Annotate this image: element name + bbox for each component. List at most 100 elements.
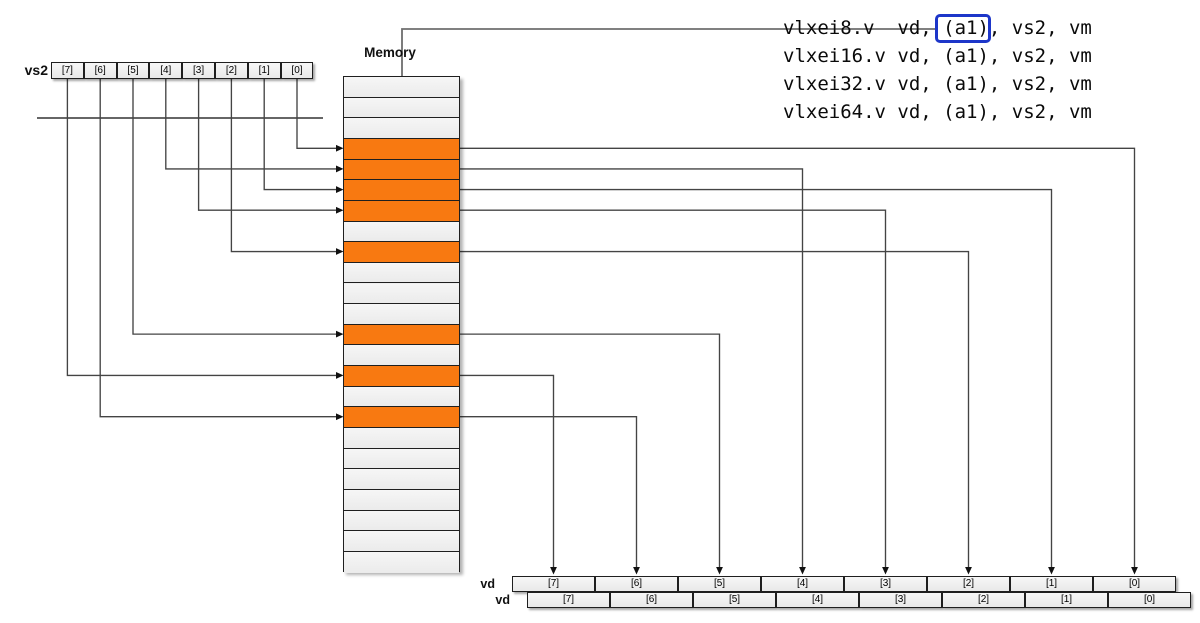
- vs2-register-label: vs2: [24, 62, 48, 78]
- line-memory-row-5-to-vd-1: [460, 188, 1053, 568]
- memory-row-17: [344, 428, 459, 449]
- vd-upper-cell-4: [4]: [761, 575, 844, 592]
- arrow-vs2-5-into-memory: [336, 330, 344, 338]
- vd-lower-cell-2: [2]: [942, 591, 1025, 608]
- memory-row-13: [344, 345, 459, 367]
- instruction-vlxei16: vlxei16.v vd, (a1), vs2, vm: [783, 45, 1092, 67]
- vd-upper-cell-1: [1]: [1010, 575, 1093, 592]
- arrow-memory-into-vd-7: [550, 567, 557, 575]
- instruction-vlxei64: vlxei64.v vd, (a1), vs2, vm: [783, 101, 1092, 123]
- vd-lower-cell-label: [5]: [728, 593, 741, 605]
- line-vs2-6-to-memory-row-16: [99, 79, 337, 418]
- arrow-memory-into-vd-0: [1131, 567, 1138, 575]
- vs2-cell-5: [5]: [116, 62, 150, 79]
- vd-upper-cell-label: [7]: [547, 577, 560, 589]
- vs2-cell-label: [6]: [94, 65, 106, 76]
- arrow-vs2-7-into-memory: [336, 372, 344, 379]
- arrow-memory-into-vd-3: [882, 567, 889, 575]
- vs2-cell-2: [2]: [215, 62, 248, 79]
- memory-row-9: [344, 262, 459, 284]
- memory-row-23: [344, 551, 459, 573]
- arrow-memory-into-vd-4: [799, 567, 806, 575]
- line-vs2-2-to-memory-row-8: [230, 79, 337, 253]
- vs2-cell-label: [5]: [127, 65, 139, 76]
- vd-lower-cell-label: [6]: [645, 593, 658, 605]
- memory-row-19: [344, 469, 459, 490]
- vs2-cell-0: [0]: [280, 62, 314, 79]
- line-vs2-1-to-memory-row-5: [263, 79, 337, 191]
- vd-upper-cell-label: [0]: [1128, 577, 1141, 589]
- a1-highlight-box: [935, 14, 991, 43]
- arrow-vs2-4-into-memory: [336, 165, 344, 173]
- memory-row-21: [344, 510, 459, 532]
- memory-row-3-highlighted: [344, 138, 459, 160]
- memory-column: [343, 76, 460, 573]
- vd-upper-cell-5: [5]: [678, 575, 761, 592]
- line-memory-row-8-to-vd-2: [460, 250, 970, 568]
- arrow-vs2-0-into-memory: [336, 144, 344, 152]
- arrow-vs2-6-into-memory: [336, 413, 344, 421]
- vd-upper-cell-label: [3]: [879, 577, 892, 589]
- memory-row-6-highlighted: [344, 200, 459, 222]
- arrow-vs2-1-into-memory: [336, 186, 344, 193]
- vd-lower-cell-4: [4]: [776, 591, 859, 608]
- arrow-memory-into-vd-6: [633, 567, 640, 575]
- memory-row-2: [344, 118, 459, 139]
- memory-row-15: [344, 386, 459, 408]
- line-vs2-4-to-memory-row-4: [165, 79, 337, 170]
- vd-lower-cell-1: [1]: [1025, 591, 1108, 608]
- vd-lower-cell-label: [1]: [1060, 593, 1073, 605]
- line-vs2-5-to-memory-row-12: [132, 79, 337, 335]
- vd-upper-cell-label: [1]: [1045, 577, 1058, 589]
- memory-row-18: [344, 448, 459, 470]
- arrow-memory-into-vd-5: [716, 567, 723, 575]
- vd-lower-cell-label: [2]: [977, 593, 990, 605]
- memory-row-22: [344, 531, 459, 552]
- vs2-cell-3: [3]: [182, 62, 215, 79]
- vs2-cell-label: [4]: [160, 65, 172, 76]
- vd-lower-cell-label: [4]: [811, 593, 824, 605]
- instruction-vlxei32: vlxei32.v vd, (a1), vs2, vm: [783, 73, 1092, 95]
- vd-upper-cell-6: [6]: [595, 575, 678, 592]
- arrow-memory-into-vd-1: [1048, 567, 1055, 575]
- line-memory-row-14-to-vd-7: [460, 374, 555, 568]
- vd-upper-cell-0: [0]: [1093, 575, 1176, 592]
- memory-label: Memory: [364, 45, 416, 60]
- memory-row-7: [344, 221, 459, 243]
- vd-lower-cell-5: [5]: [693, 591, 776, 608]
- vs2-cell-label: [0]: [291, 65, 303, 76]
- vs2-cell-7: [7]: [51, 62, 84, 79]
- arrow-vs2-3-into-memory: [336, 206, 344, 214]
- line-vs2-0-to-memory-row-3: [296, 79, 337, 149]
- vd-upper-cell-7: [7]: [512, 575, 595, 592]
- memory-row-1: [344, 97, 459, 119]
- memory-row-10: [344, 283, 459, 305]
- arrow-memory-into-vd-2: [965, 567, 972, 575]
- vd-upper-cell-label: [6]: [630, 577, 643, 589]
- vs2-cell-label: [2]: [225, 65, 237, 76]
- vd-lower-cell-0: [0]: [1108, 591, 1191, 608]
- memory-row-16-highlighted: [344, 407, 459, 429]
- instruction-vlxei8: vlxei8.v vd, (a1), vs2, vm: [783, 17, 1092, 39]
- vd-lower-cell-label: [7]: [562, 593, 575, 605]
- vd-lower-cell-label: [0]: [1143, 593, 1156, 605]
- vd-lower-cell-3: [3]: [859, 591, 942, 608]
- line-vs2-3-to-memory-row-6: [197, 79, 337, 211]
- vd-lower-cell-label: [3]: [894, 593, 907, 605]
- line-vs2-7-to-memory-row-14: [66, 79, 337, 377]
- arrow-vs2-2-into-memory: [336, 248, 344, 255]
- vs2-cell-4: [4]: [149, 62, 183, 79]
- vs2-cell-label: [1]: [258, 65, 270, 76]
- vd-upper-cell-label: [5]: [713, 577, 726, 589]
- memory-row-20: [344, 490, 459, 511]
- vd-upper-cell-3: [3]: [844, 575, 927, 592]
- vs2-cell-label: [7]: [61, 65, 73, 76]
- line-memory-row-4-to-vd-4: [460, 168, 804, 568]
- vd-lower-cell-6: [6]: [610, 591, 693, 608]
- memory-row-4-highlighted: [344, 159, 459, 181]
- line-memory-row-6-to-vd-3: [460, 209, 887, 568]
- vs2-cell-6: [6]: [83, 62, 117, 79]
- vd-upper-cell-2: [2]: [927, 575, 1010, 592]
